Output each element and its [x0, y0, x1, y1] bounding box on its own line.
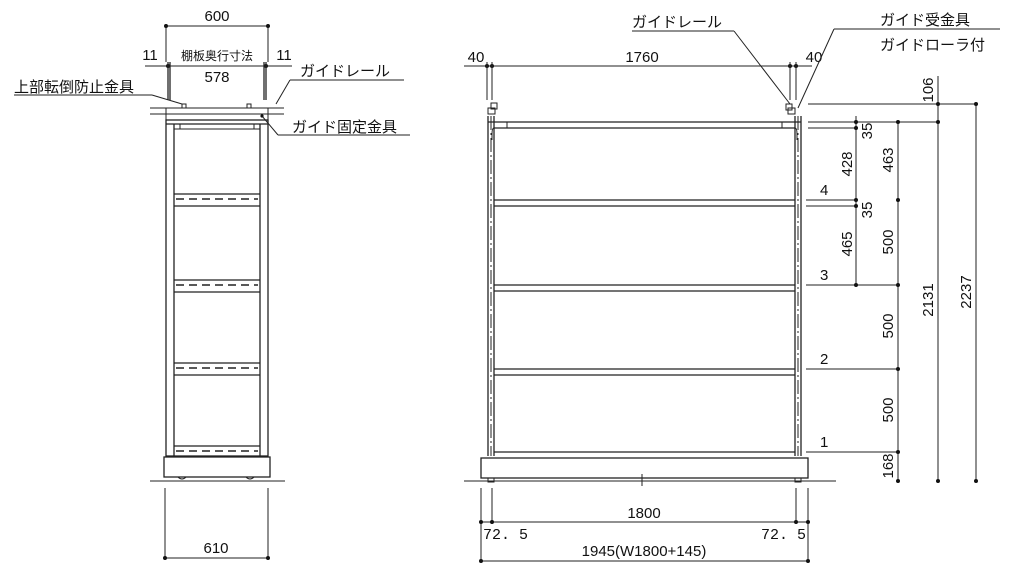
dim-40-right: 40	[806, 49, 823, 66]
dim-500-c: 500	[880, 397, 897, 422]
callout-guide-fixing-bracket: ガイド固定金具	[292, 118, 397, 136]
shelf-number-1: 1	[820, 434, 828, 451]
shelf-number-4: 4	[820, 182, 828, 199]
dim-11-left: 11	[142, 47, 158, 64]
shelf-number-2: 2	[820, 351, 828, 368]
dim-578: 578	[204, 69, 229, 86]
dim-1760: 1760	[625, 49, 658, 66]
dim-72-5-right: 72. 5	[761, 527, 806, 544]
dim-428: 428	[839, 151, 856, 176]
dim-463: 463	[880, 147, 897, 172]
height-dimensions: 35 428 463 35 465 500 500 500 168 106 21…	[808, 76, 978, 483]
dim-500-a: 500	[880, 229, 897, 254]
dim-35-shelf4: 35	[859, 202, 876, 219]
dim-106: 106	[920, 77, 937, 102]
shelf-number-3: 3	[820, 267, 828, 284]
dim-2131: 2131	[920, 283, 937, 316]
dim-2237: 2237	[958, 275, 975, 308]
dim-72-5-left: 72. 5	[483, 527, 528, 544]
shelf-depth-label: 棚板奥行寸法	[181, 48, 253, 63]
callout-guide-roller: ガイドローラ付	[880, 36, 985, 54]
dim-35-top: 35	[859, 123, 876, 140]
dim-610: 610	[203, 540, 228, 557]
dim-1945: 1945(W1800+145)	[582, 543, 707, 560]
dim-1800: 1800	[627, 505, 660, 522]
front-view: 40 1760 40	[464, 11, 1000, 563]
callout-guide-rail-side: ガイドレール	[300, 62, 390, 80]
dim-40-left: 40	[468, 49, 485, 66]
callout-guide-rail-front: ガイドレール	[632, 13, 722, 31]
dim-500-b: 500	[880, 313, 897, 338]
callout-anti-tip-bracket: 上部転倒防止金具	[14, 78, 134, 96]
callout-guide-receiver: ガイド受金具	[880, 11, 970, 29]
dim-11-right: 11	[276, 47, 292, 64]
side-view: 600 11 11 棚板奥行寸法 578	[14, 8, 410, 560]
dim-465: 465	[839, 231, 856, 256]
dim-168: 168	[880, 453, 897, 478]
dim-600: 600	[204, 8, 229, 25]
